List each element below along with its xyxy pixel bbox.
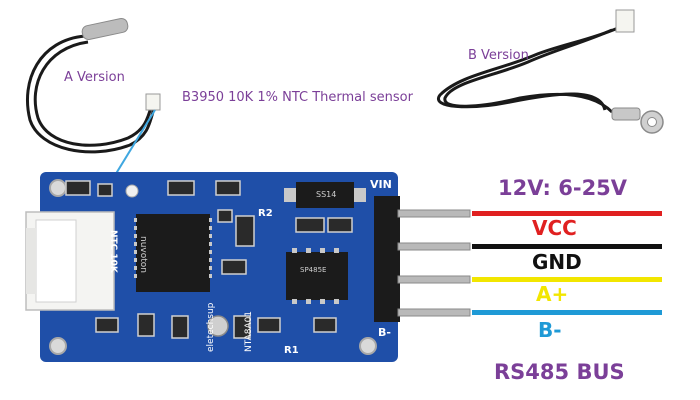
regulator-marking: SS14: [316, 190, 337, 199]
vcc-wire: [472, 211, 662, 216]
rs485-chip: [286, 248, 348, 304]
pcb-board: [25, 172, 471, 362]
rs485-bus-label: RS485 BUS: [494, 360, 625, 384]
b-version-probe: [436, 9, 664, 134]
b-version-label: B Version: [468, 48, 529, 63]
voltage-label: 12V: 6-25V: [498, 176, 628, 200]
pin-header: [374, 196, 400, 322]
led: [125, 184, 139, 198]
header-pins: [397, 209, 471, 317]
regulator: [284, 182, 366, 208]
a-plus-wire: [472, 277, 662, 282]
a-plus-label: A+: [536, 282, 569, 306]
vcc-label: VCC: [532, 216, 577, 240]
mcu-marking: nuvoton: [138, 236, 148, 273]
capacitor: [207, 315, 229, 337]
b-pin-silkscreen: B-: [378, 326, 391, 339]
mcu-chip: [134, 214, 212, 292]
gnd-wire: [472, 244, 662, 249]
a-version-probe: [25, 17, 161, 253]
b-minus-label: B-: [538, 318, 562, 342]
brand-silkscreen: eletechsup: [206, 302, 216, 352]
ntc-connector: [25, 211, 115, 311]
r1-silkscreen: R1: [284, 345, 299, 356]
rs485-marking: SP485E: [300, 266, 327, 274]
model-silkscreen: NTA8A01: [244, 310, 254, 352]
a-version-label: A Version: [64, 70, 125, 85]
smd-components: [65, 180, 353, 339]
ntc-silkscreen: NTC 10K: [108, 230, 118, 273]
r2-silkscreen: R2: [258, 208, 273, 219]
wires: [472, 211, 662, 315]
b-minus-wire: [472, 310, 662, 315]
gnd-label: GND: [532, 250, 582, 274]
vin-silkscreen: VIN: [370, 178, 392, 191]
sensor-label: B3950 10K 1% NTC Thermal sensor: [182, 90, 413, 105]
